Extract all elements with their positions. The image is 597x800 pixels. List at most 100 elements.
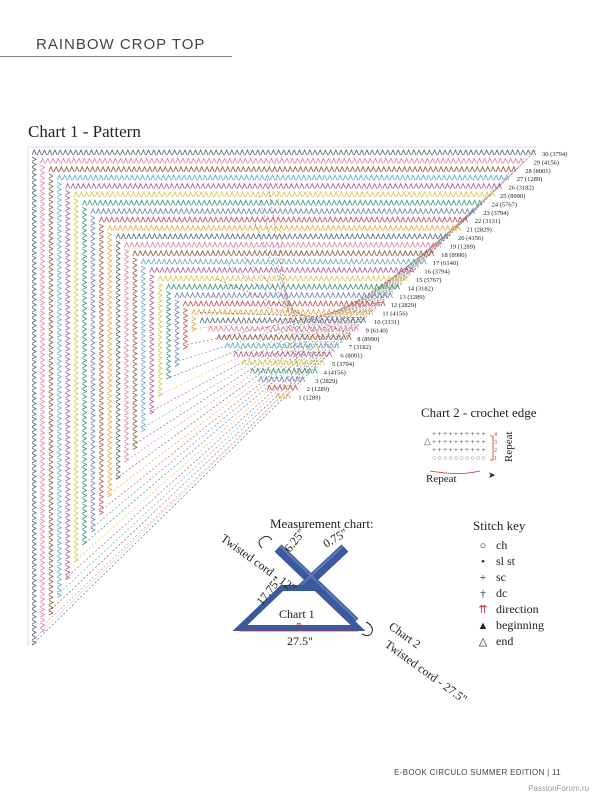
stitch-mark [218,216,224,223]
stitch-mark [218,283,224,290]
stitch-mark [148,249,154,256]
stitch-mark [107,393,113,399]
stitch-mark [402,249,408,256]
stitch-mark [107,414,113,420]
stitch-mark [159,224,165,231]
stitch-mark [312,258,318,265]
stitch-mark [73,224,79,230]
stitch-mark [248,266,254,273]
stitch-mark [393,266,399,273]
stitch-mark [115,271,121,277]
stitch-mark [469,165,475,172]
stitch-mark [463,191,469,198]
stitch-mark [90,251,96,257]
stitch-mark [31,302,37,308]
stitch-mark [31,468,37,474]
stitch-mark [48,459,54,465]
stitch-mark [289,266,295,273]
stitch-mark [194,249,200,256]
stitch-mark [48,350,54,356]
stitch-mark [180,266,186,273]
stitch-mark [474,191,480,198]
stitch-mark [431,216,437,223]
stitch-mark [196,157,202,164]
stitch-mark [489,191,495,198]
stitch-mark [181,174,187,181]
stitch-mark [344,165,350,172]
stitch-mark [438,233,444,240]
stitch-mark [403,224,409,231]
stitch-mark [48,532,54,538]
measure-27-5: 27.5" [287,634,313,648]
stitch-mark [141,359,147,365]
stitch-mark [157,287,163,293]
stitch-mark [384,174,390,181]
stitch-mark [141,369,147,375]
stitch-mark [188,275,194,282]
stitch-mark [82,420,88,426]
stitch-mark [73,443,79,449]
stitch-mark [462,216,468,223]
stitch-mark [412,207,418,214]
stitch-mark [65,283,71,289]
stitch-mark [408,224,414,231]
stitch-mark [455,182,461,189]
stitch-mark [57,218,63,224]
stitch-mark [90,361,96,367]
stitch-mark [330,249,336,256]
stitch-mark [330,182,336,189]
stitch-mark [82,311,88,317]
stitch-mark [82,389,88,395]
stitch-mark [62,149,68,156]
stitch-mark [124,405,130,411]
stitch-mark [82,300,88,306]
stitch-mark [31,640,37,646]
stitch-mark [346,224,352,231]
stitch-mark [399,241,405,248]
stitch-mark [518,157,524,164]
stitch-mark [31,401,37,407]
stitch-mark [65,419,71,425]
stitch-mark [31,338,37,344]
stitch-mark [303,165,309,172]
stitch-mark [107,331,113,337]
chart1-row-30 [31,149,537,646]
stitch-mark [149,347,155,353]
stitch-mark [257,291,263,298]
stitch-mark [172,191,178,198]
stitch-mark [426,174,432,181]
stitch-mark [325,182,331,189]
stitch-mark [99,437,105,443]
stitch-mark [57,426,63,432]
stitch-mark [335,182,341,189]
stitch-mark [146,258,152,265]
stitch-mark [90,283,96,289]
stitch-mark [344,191,350,198]
stitch-mark [280,216,286,223]
stitch-mark [48,397,54,403]
stitch-mark [473,149,479,156]
stitch-mark [115,233,121,240]
stitch-mark [99,478,105,484]
stitch-mark [65,356,71,362]
stitch-mark [168,249,174,256]
stitch-mark [31,291,37,297]
stitch-mark [292,275,298,282]
stitch-mark [124,420,130,426]
stitch-mark [102,199,108,206]
stitch-mark [369,149,375,156]
stitch-mark [176,283,182,290]
chart1-row-label: 27 (1289) [517,176,542,183]
stitch-mark [99,400,105,406]
stitch-mark [62,174,68,181]
stitch-mark [403,182,409,189]
stitch-mark [232,199,238,206]
stitch-mark [73,328,79,334]
stitch-mark [65,554,71,560]
stitch-mark [377,224,383,231]
stitch-mark [306,174,312,181]
stitch-mark [57,317,63,323]
stitch-mark [96,182,102,189]
stitch-mark [206,224,212,231]
stitch-mark [82,493,88,499]
